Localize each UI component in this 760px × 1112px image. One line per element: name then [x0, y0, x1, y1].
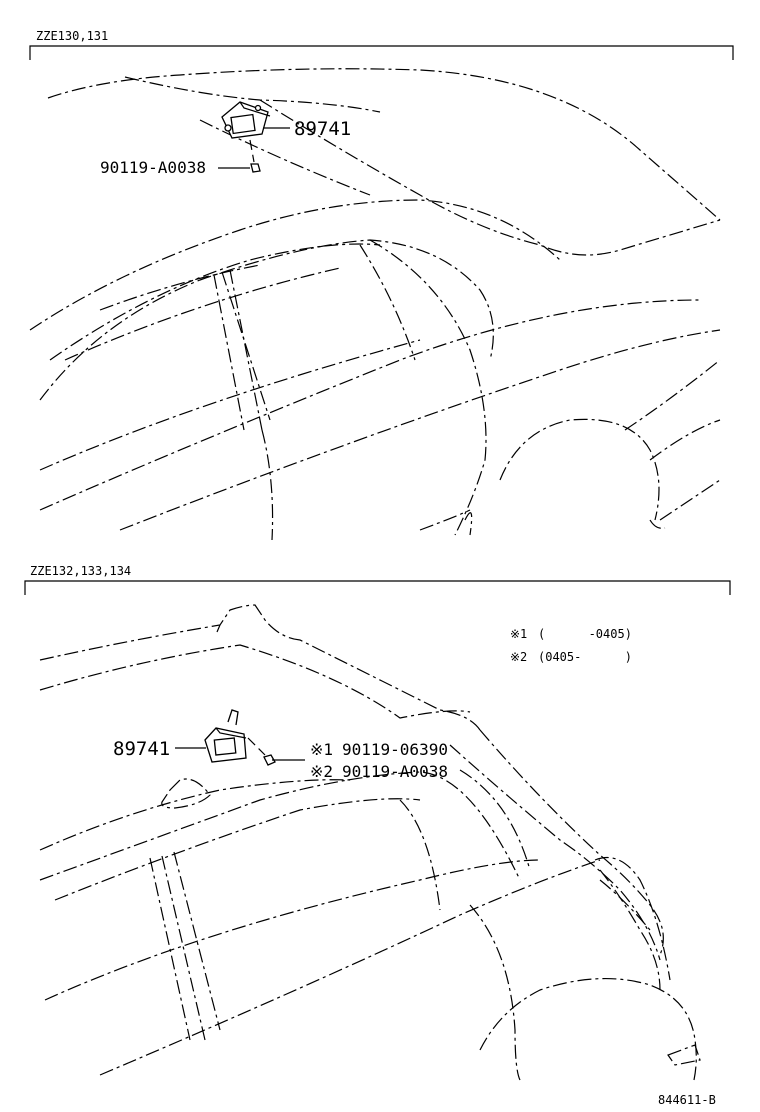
legend-mark-2: ※2	[510, 650, 527, 664]
bolt-icon-top[interactable]	[249, 139, 261, 173]
vehicle-outline-top	[29, 68, 721, 541]
part-number-89741-top[interactable]: 89741	[294, 118, 351, 140]
section-frame-bottom	[24, 580, 731, 595]
illustration-code: 844611-B	[658, 1093, 716, 1107]
part-89741-sensor[interactable]	[221, 101, 271, 139]
part-mark-2: ※2	[310, 762, 333, 781]
legend-range-2: (0405- )	[538, 650, 632, 664]
model-code-zze132: ZZE132,133,134	[30, 564, 131, 578]
part-mark-1: ※1	[310, 740, 333, 759]
model-code-zze130: ZZE130,131	[36, 29, 108, 43]
vehicle-outline-bottom	[39, 604, 701, 1081]
part-number-90119-06390[interactable]: 90119-06390	[342, 740, 448, 759]
section-zze130: ZZE130,131	[29, 29, 734, 541]
legend-mark-1: ※1	[510, 627, 527, 641]
section-frame-top	[29, 45, 734, 60]
part-number-89741-bottom[interactable]: 89741	[113, 738, 170, 760]
legend: ※1 ( -0405) ※2 (0405- )	[510, 627, 632, 664]
legend-range-1: ( -0405)	[538, 627, 632, 641]
part-number-90119-a0038-top[interactable]: 90119-A0038	[100, 158, 206, 177]
part-89741-sensor-bottom[interactable]	[204, 709, 247, 763]
section-zze132: ZZE132,133,134 ※1 ( -0405) ※2 (0405- )	[24, 564, 731, 1107]
part-number-90119-a0038-bottom[interactable]: 90119-A0038	[342, 762, 448, 781]
bolt-icon-bottom[interactable]	[247, 737, 276, 766]
